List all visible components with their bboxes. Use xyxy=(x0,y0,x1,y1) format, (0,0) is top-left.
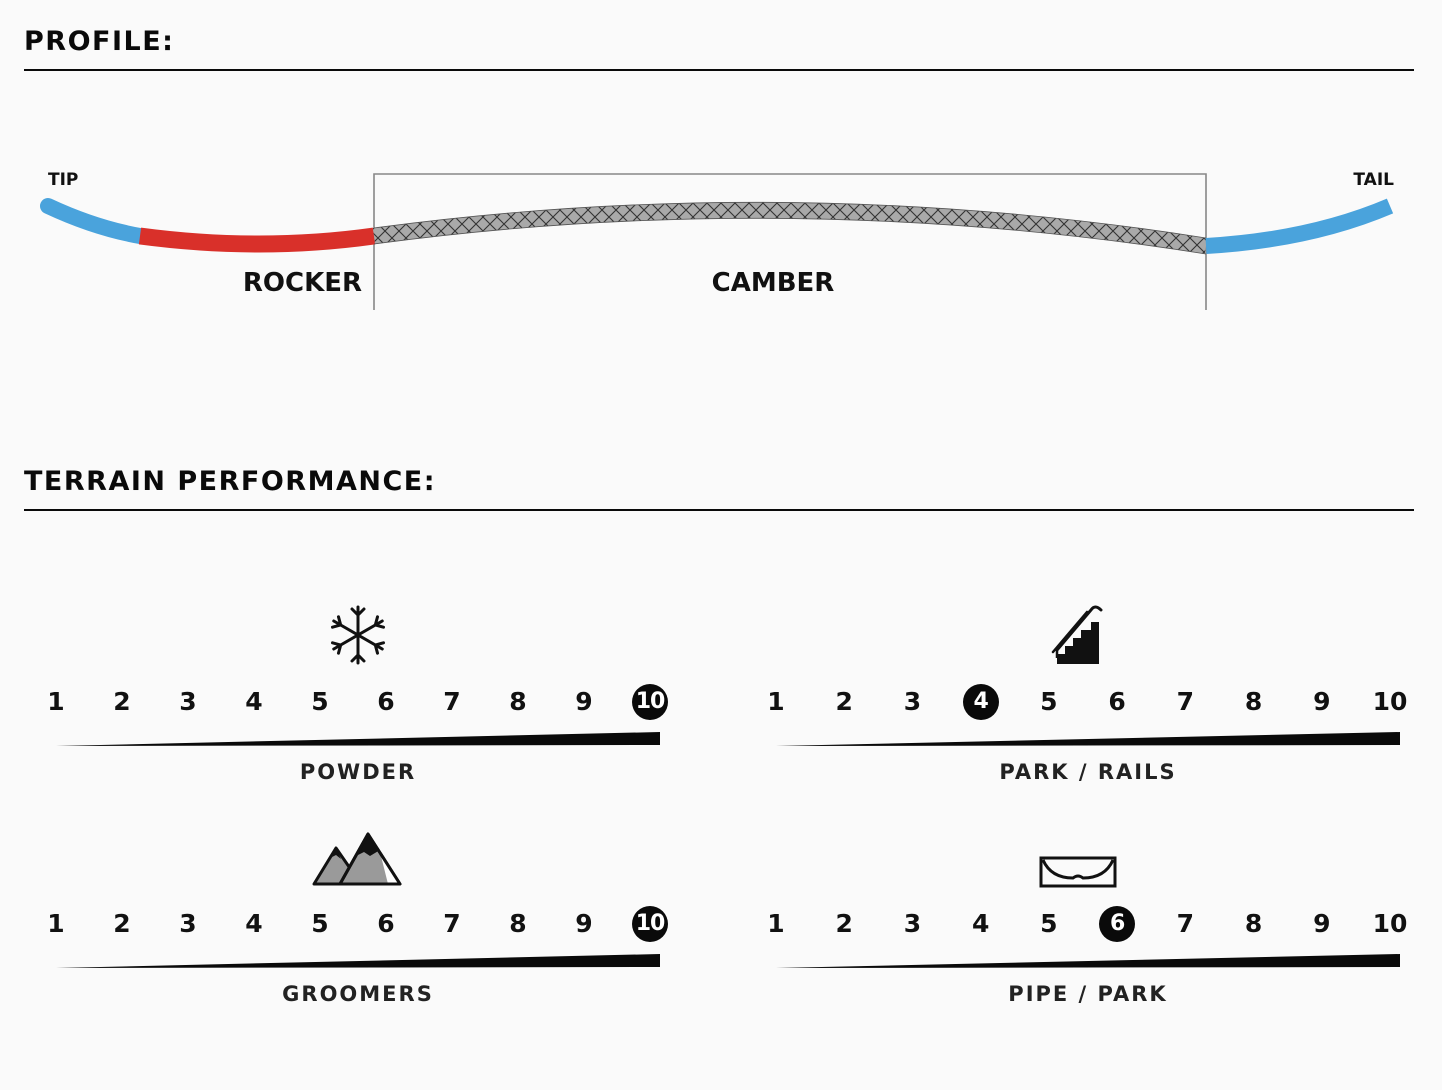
rating-scale: 1 2 3 4 5 6 7 8 9 10 xyxy=(758,906,1407,946)
rating-number: 7 xyxy=(443,909,461,938)
rating-number: 1 xyxy=(767,687,785,716)
board-profile-diagram: TIP TAIL ROCKER CAMBER xyxy=(40,170,1394,310)
rating-number: 6 xyxy=(377,909,395,938)
rating-selected: 4 xyxy=(962,684,999,720)
meter-label: PARK / RAILS xyxy=(999,760,1177,784)
tip-label: TIP xyxy=(48,170,78,190)
rating-number: 9 xyxy=(575,687,593,716)
terrain-divider xyxy=(24,509,1414,511)
rating-number: 10 xyxy=(1372,909,1408,938)
rating-number: 2 xyxy=(113,909,131,938)
rating-number: 7 xyxy=(1176,909,1195,938)
rating-wedge-bar xyxy=(776,732,1400,746)
profile-heading: PROFILE: xyxy=(24,26,175,57)
rating-wedge-bar xyxy=(776,954,1400,968)
rating-scale: 1 2 3 4 5 6 7 8 9 10 xyxy=(38,684,678,724)
rocker-label: ROCKER xyxy=(243,268,362,298)
terrain-heading: TERRAIN PERFORMANCE: xyxy=(24,466,437,497)
rocker-segment xyxy=(138,227,376,253)
rating-number: 6 xyxy=(377,687,395,716)
rating-number: 3 xyxy=(179,687,197,716)
rating-number: 6 xyxy=(1108,687,1126,716)
rating-number: 7 xyxy=(1176,687,1195,716)
rating-number: 2 xyxy=(835,909,853,938)
rating-number: 5 xyxy=(311,909,329,938)
rating-selected: 6 xyxy=(1099,906,1136,942)
rating-number: 8 xyxy=(1244,909,1263,938)
rating-number: 9 xyxy=(1313,687,1331,716)
rating-number: 4 xyxy=(971,909,990,938)
rating-number: 1 xyxy=(47,687,65,716)
snowflake-icon xyxy=(330,605,386,665)
rating-wedge-bar xyxy=(56,954,660,968)
rating-number: 9 xyxy=(1313,909,1331,938)
camber-segment xyxy=(372,202,1208,254)
rating-number: 2 xyxy=(113,687,131,716)
rating-scale: 1 2 3 4 5 6 7 8 9 10 xyxy=(758,684,1407,724)
profile-divider xyxy=(24,69,1414,71)
tip-segment xyxy=(40,198,148,244)
camber-edge-bottom xyxy=(373,217,1207,255)
mountains-icon xyxy=(312,832,402,886)
rating-number: 9 xyxy=(575,909,593,938)
rating-number: 5 xyxy=(1040,687,1058,716)
camber-label: CAMBER xyxy=(712,268,835,298)
rating-number: 4 xyxy=(245,687,263,716)
rating-number: 8 xyxy=(1244,687,1263,716)
rating-number: 5 xyxy=(311,687,329,716)
camber-edge-top xyxy=(373,201,1207,239)
meter-label: GROOMERS xyxy=(282,982,434,1006)
rating-number: 8 xyxy=(509,909,527,938)
rating-number: 3 xyxy=(903,909,922,938)
rating-wedge-bar xyxy=(56,732,660,746)
rating-number: 10 xyxy=(1372,687,1408,716)
rating-number: 1 xyxy=(47,909,65,938)
rating-number: 4 xyxy=(245,909,263,938)
halfpipe-icon xyxy=(1039,856,1117,888)
rating-scale: 1 2 3 4 5 6 7 8 9 10 xyxy=(38,906,678,946)
rating-number: 8 xyxy=(509,687,527,716)
rating-number: 3 xyxy=(903,687,922,716)
rating-number: 3 xyxy=(179,909,197,938)
rating-number: 2 xyxy=(835,687,853,716)
rating-selected: 10 xyxy=(632,906,668,942)
stairs-rail-icon xyxy=(1051,605,1103,664)
rating-selected: 10 xyxy=(632,684,668,720)
meter-label: PIPE / PARK xyxy=(1008,982,1168,1006)
rating-number: 7 xyxy=(443,687,461,716)
tail-segment xyxy=(1205,198,1394,254)
tail-label: TAIL xyxy=(1353,170,1394,190)
meter-label: POWDER xyxy=(299,760,417,784)
rating-number: 1 xyxy=(767,909,785,938)
rating-number: 5 xyxy=(1040,909,1058,938)
